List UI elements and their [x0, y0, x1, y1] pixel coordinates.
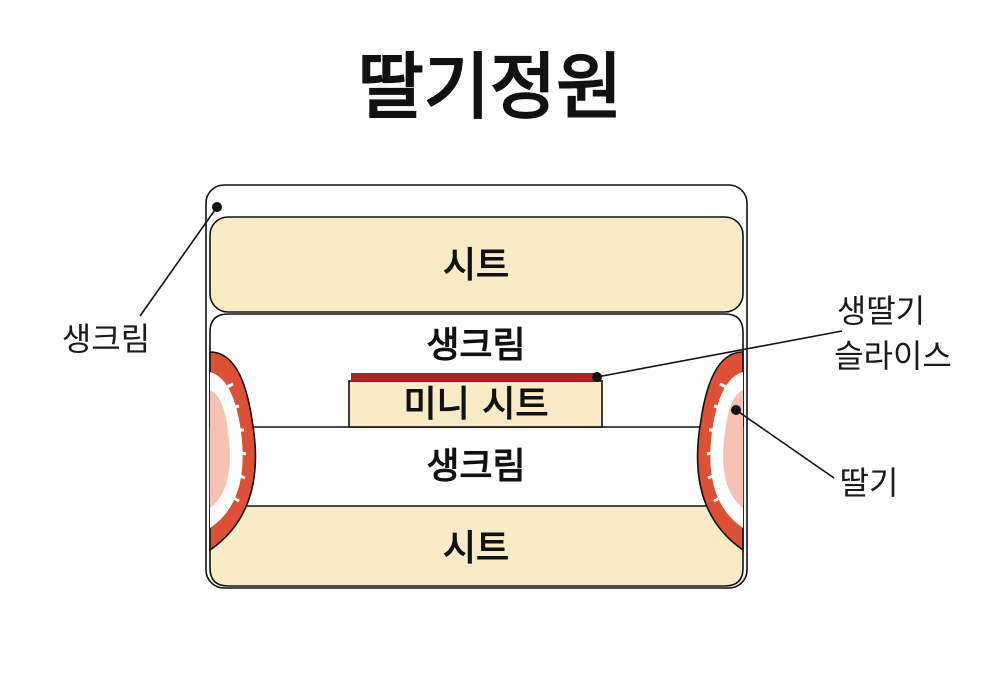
upper-cream-label: 생크림 — [426, 325, 525, 366]
cream-callout-label: 생크림 — [62, 320, 150, 358]
outer-cream-frame — [205, 184, 748, 589]
strawberry-callout-line — [735, 409, 835, 479]
bottom-sheet — [209, 505, 744, 587]
strawberry-slice — [351, 373, 600, 381]
mini-sheet — [348, 380, 603, 428]
mini-sheet-label: 미니 시트 — [403, 384, 548, 425]
top-sheet-label: 시트 — [443, 245, 509, 286]
upper-cream-container — [209, 313, 744, 427]
slice-callout-label-line2: 슬라이스 — [834, 337, 952, 375]
cream-callout-line — [139, 206, 218, 317]
slice-callout-dot — [592, 372, 602, 382]
diagram-title: 딸기정원 — [358, 45, 623, 129]
strawberry-callout-dot — [731, 405, 741, 415]
top-sheet — [209, 216, 744, 313]
lower-cream-label: 생크림 — [426, 446, 525, 487]
cream-callout-dot — [212, 202, 222, 212]
bottom-sheet-label: 시트 — [443, 528, 509, 569]
left-strawberry — [209, 351, 257, 552]
strawberry-callout-label: 딸기 — [840, 464, 899, 502]
slice-callout-label-line1: 생딸기 — [837, 292, 925, 330]
slice-callout-line — [596, 330, 843, 378]
